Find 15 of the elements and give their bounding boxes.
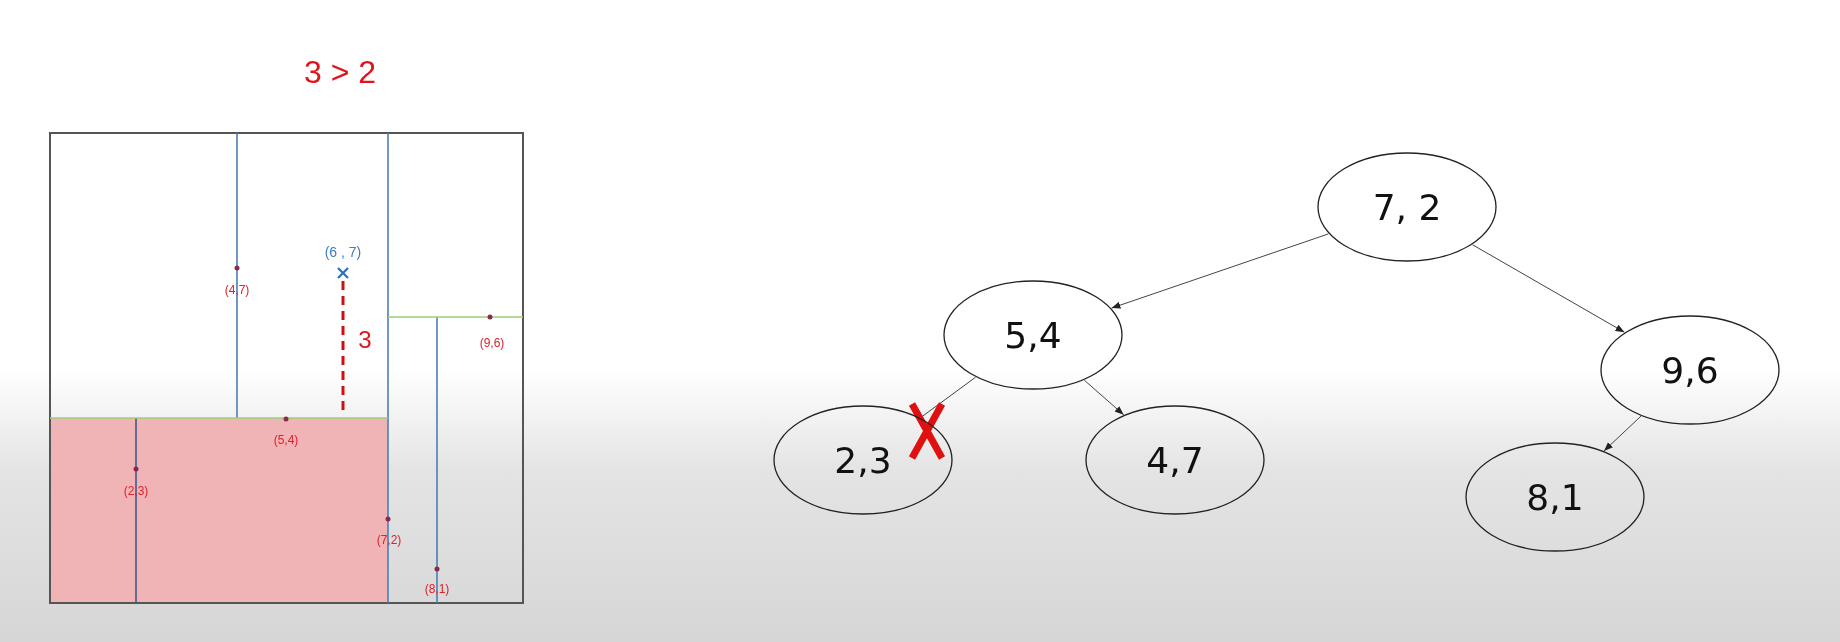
- arrow: [1472, 244, 1625, 333]
- arrow: [1111, 233, 1329, 309]
- arrow: [1603, 415, 1642, 452]
- title: 3 > 2: [303, 56, 377, 88]
- point-label: (5,4): [273, 434, 299, 446]
- node-label: 2,3: [834, 439, 892, 481]
- distance-label: 3: [358, 328, 372, 352]
- node-label: 4,7: [1146, 439, 1204, 481]
- node-label: 8,1: [1526, 476, 1584, 518]
- node-label: 7, 2: [1372, 186, 1442, 228]
- point-label: (9,6): [479, 337, 505, 349]
- arrow: [1083, 379, 1125, 416]
- point-label: (6 , 7): [324, 245, 362, 259]
- node-label: 5,4: [1004, 314, 1062, 356]
- node-label: 9,6: [1661, 349, 1719, 391]
